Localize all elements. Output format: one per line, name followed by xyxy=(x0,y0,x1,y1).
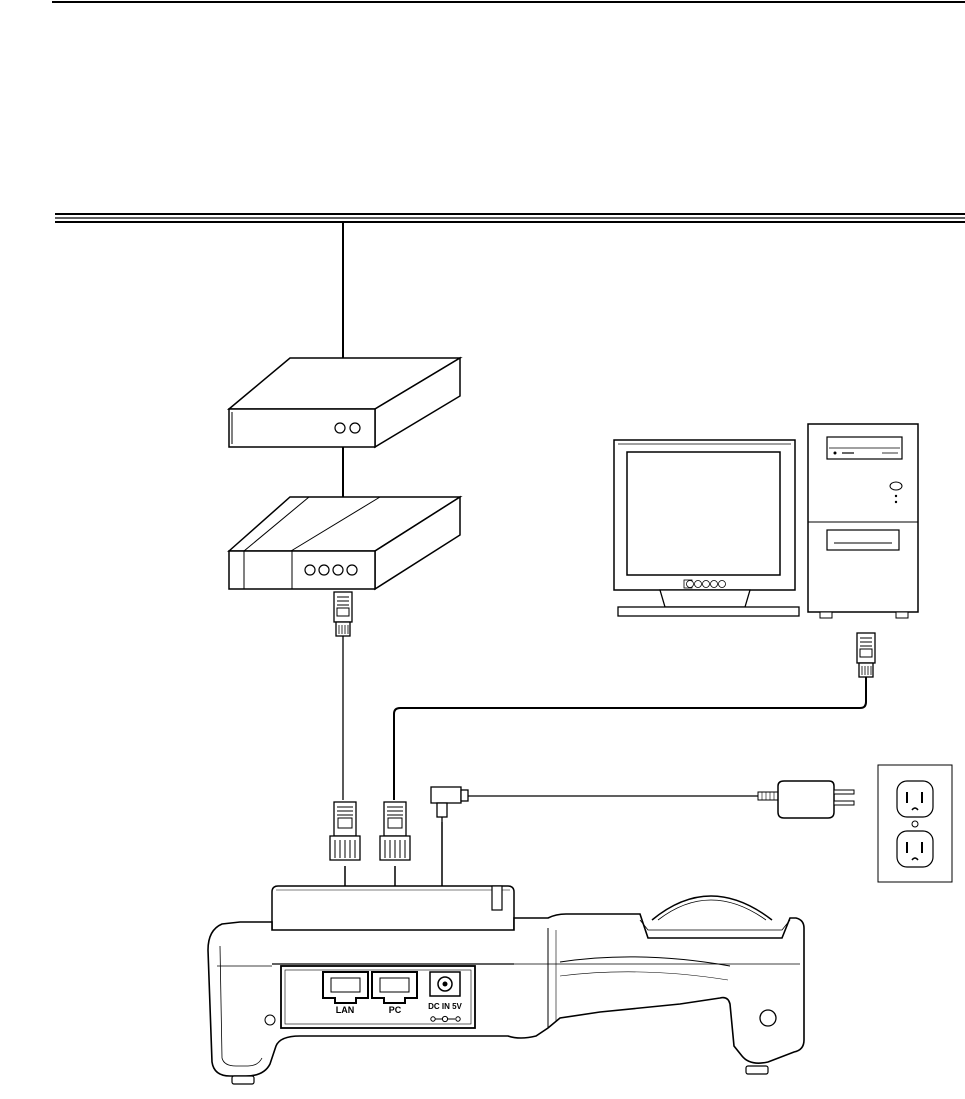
router-icon xyxy=(229,497,460,589)
rj45-plug-icon xyxy=(857,633,875,677)
ip-phone-icon xyxy=(208,886,804,1084)
computer-tower-icon xyxy=(808,424,918,618)
wall-outlet-icon xyxy=(878,765,952,882)
port-label-dc-in: DC IN 5V xyxy=(428,1002,462,1011)
power-plug-icon xyxy=(431,787,468,822)
rj45-plug-icon xyxy=(380,802,410,860)
network-trunk-line xyxy=(55,214,965,222)
port-label-pc: PC xyxy=(389,1005,402,1015)
modem-icon xyxy=(229,358,460,447)
port-label-lan: LAN xyxy=(336,1005,355,1015)
rj45-plug-icon xyxy=(334,592,352,636)
monitor-icon xyxy=(614,440,799,616)
rj45-plug-icon xyxy=(330,802,360,860)
power-adapter-icon xyxy=(758,781,854,818)
